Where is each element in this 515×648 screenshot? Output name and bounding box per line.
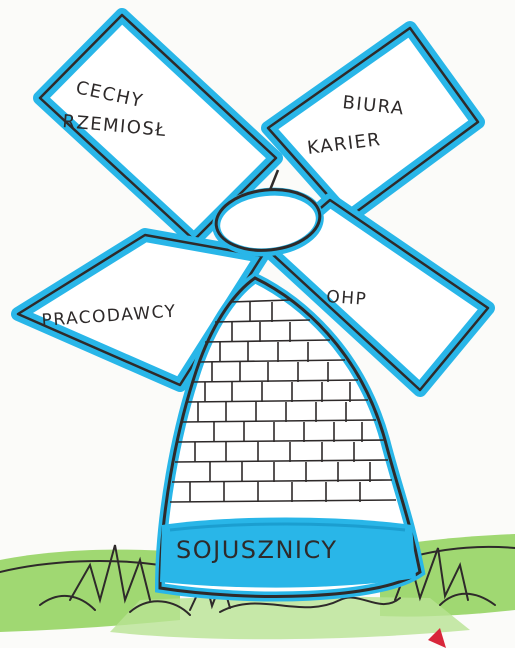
base-label: SOJUSZNICY: [176, 536, 337, 564]
base-label-band: SOJUSZNICY: [160, 517, 416, 588]
blade-bottom-right-label: OHP: [326, 287, 368, 310]
brick-pattern: [169, 299, 397, 503]
blade-top-right: BIURA KARIER: [261, 21, 485, 225]
blade-top-left: CECHY RZEMIOSŁ: [33, 8, 283, 247]
windmill-hub: [212, 169, 324, 257]
mill-tower: [154, 272, 426, 602]
corner-mark: [428, 628, 446, 648]
